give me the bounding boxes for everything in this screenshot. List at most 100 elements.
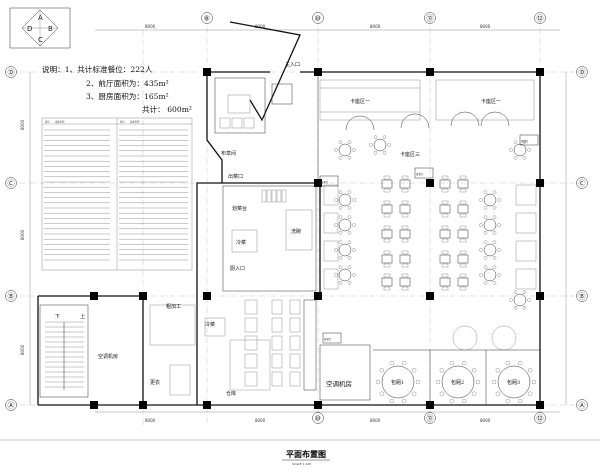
cold-dish-2-label: 冷菜 [205, 321, 215, 328]
chair [369, 143, 373, 147]
cold-dish-label: 冷菜 [236, 239, 246, 246]
kitchen-equipment [244, 299, 258, 315]
private-room-1-label: 包厢1 [391, 379, 404, 386]
chair [352, 148, 356, 152]
ac-room-2-label: 空调机房 [326, 379, 352, 388]
chair [513, 140, 518, 144]
chair [334, 223, 338, 227]
chair [338, 206, 343, 210]
chair [492, 190, 497, 194]
chair [387, 143, 391, 147]
booth-seat [323, 268, 339, 290]
ac-room-1-label: 空调机房 [98, 353, 118, 360]
svg-text:Ⓒ: Ⓒ [579, 180, 586, 188]
chair [334, 248, 338, 252]
chair [459, 175, 467, 180]
private-room-3-label: 包厢3 [507, 379, 520, 386]
table [439, 277, 451, 287]
chair [449, 398, 454, 404]
chair [513, 306, 518, 310]
chair [441, 263, 449, 268]
chair [518, 398, 523, 404]
svg-text:8000: 8000 [370, 24, 381, 29]
note-line2: 2、前厅面积为：435m² [86, 78, 169, 88]
round-table [513, 293, 527, 307]
kitchen-equipment [271, 371, 283, 387]
chair [491, 379, 497, 385]
svg-text:⑪: ⑪ [427, 15, 434, 23]
compass-b: B [48, 25, 53, 33]
svg-text:Ⓐ: Ⓐ [8, 402, 15, 410]
chair [462, 360, 467, 366]
chair [459, 225, 467, 230]
chair [449, 360, 454, 366]
chair [509, 148, 513, 152]
booth-seat [323, 212, 339, 234]
booth-seat [323, 240, 339, 262]
chair [389, 360, 394, 366]
kitchen-equipment [289, 353, 301, 369]
main-entrance-label: 主入口 [285, 61, 300, 68]
table [381, 229, 393, 239]
chair [401, 200, 409, 205]
chair [492, 215, 497, 219]
chair [459, 188, 467, 193]
table [399, 179, 411, 189]
compass-c: C [38, 36, 43, 44]
chair [441, 188, 449, 193]
booth-sofa [480, 111, 510, 127]
chair [401, 188, 409, 193]
chair [441, 286, 449, 291]
kitchen-equipment [271, 299, 283, 315]
table [399, 204, 411, 214]
outer-walls [37, 21, 541, 406]
note-total: 共计： 600m² [142, 104, 192, 114]
svg-text:8000: 8000 [480, 418, 491, 423]
chair [483, 256, 488, 260]
chair [513, 290, 518, 294]
table [457, 204, 469, 214]
table [381, 179, 393, 189]
svg-text:设备名称: 设备名称 [55, 120, 65, 124]
dressing-label: 更衣 [150, 379, 160, 386]
svg-text:设备名称: 设备名称 [130, 120, 140, 124]
chair [505, 360, 510, 366]
chair [497, 198, 501, 202]
chair [383, 263, 391, 268]
booth-seat [515, 212, 537, 234]
chair [509, 298, 513, 302]
svg-text:8000: 8000 [255, 24, 266, 29]
kitchen-equipment [261, 189, 267, 203]
table [399, 254, 411, 264]
note-line3: 3、厨房面积为：165m² [86, 91, 169, 101]
booth-seat [515, 240, 537, 262]
chair [338, 215, 343, 219]
chair [531, 379, 537, 385]
chair [528, 368, 533, 373]
chair [401, 238, 409, 243]
private-room-2-label: 包厢2 [451, 379, 464, 386]
kitchen-equipment [289, 317, 301, 333]
entrance-area: 主入口 布草间 [214, 61, 300, 157]
round-table [483, 218, 497, 232]
chair [459, 263, 467, 268]
svg-text:8000: 8000 [20, 229, 25, 240]
chair [522, 290, 527, 294]
kitchen-equipment [289, 335, 301, 351]
chair [527, 148, 531, 152]
svg-text:⑩: ⑩ [315, 15, 321, 23]
chair [347, 190, 352, 194]
chair [383, 188, 391, 193]
round-table [483, 193, 497, 207]
chair [352, 198, 356, 202]
booth-sofa [400, 113, 430, 129]
chair [441, 238, 449, 243]
chair [401, 263, 409, 268]
chair [347, 240, 352, 244]
chair [441, 200, 449, 205]
svg-text:⑪: ⑪ [427, 415, 434, 423]
kitchen-equipment [271, 189, 277, 203]
chair [412, 368, 417, 373]
chair [441, 175, 449, 180]
